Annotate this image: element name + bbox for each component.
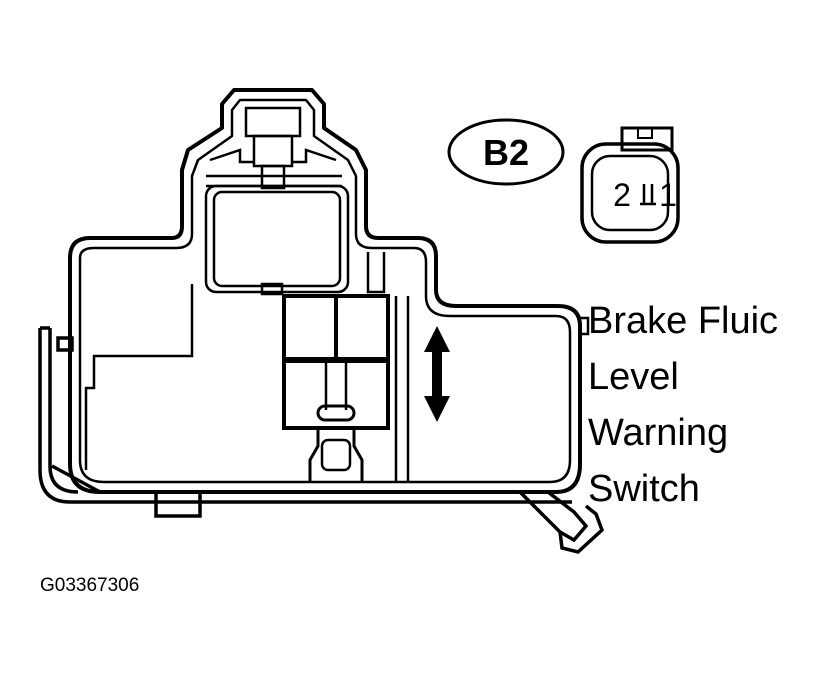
callout-line-1: Brake Fluic xyxy=(588,300,779,342)
reservoir-body xyxy=(68,88,582,494)
figure-id: G03367306 xyxy=(40,575,140,596)
connector-face xyxy=(580,126,680,244)
connector-label-badge xyxy=(447,118,565,186)
callout-line-4: Switch xyxy=(588,468,700,510)
reservoir-partition xyxy=(84,252,386,470)
connector-pin-2: 2 xyxy=(613,177,631,213)
reservoir-cap xyxy=(204,106,350,296)
callout-line-3: Warning xyxy=(588,412,729,454)
callout-line-2: Level xyxy=(588,356,679,398)
connector-label: B2 xyxy=(483,132,529,173)
mounting-bracket xyxy=(38,326,572,504)
switch-connector xyxy=(580,316,590,336)
float-travel-arrow xyxy=(424,326,450,422)
connector-pin-1: 1 xyxy=(659,177,677,213)
reservoir-outlet xyxy=(56,336,605,554)
float-switch xyxy=(282,294,410,482)
